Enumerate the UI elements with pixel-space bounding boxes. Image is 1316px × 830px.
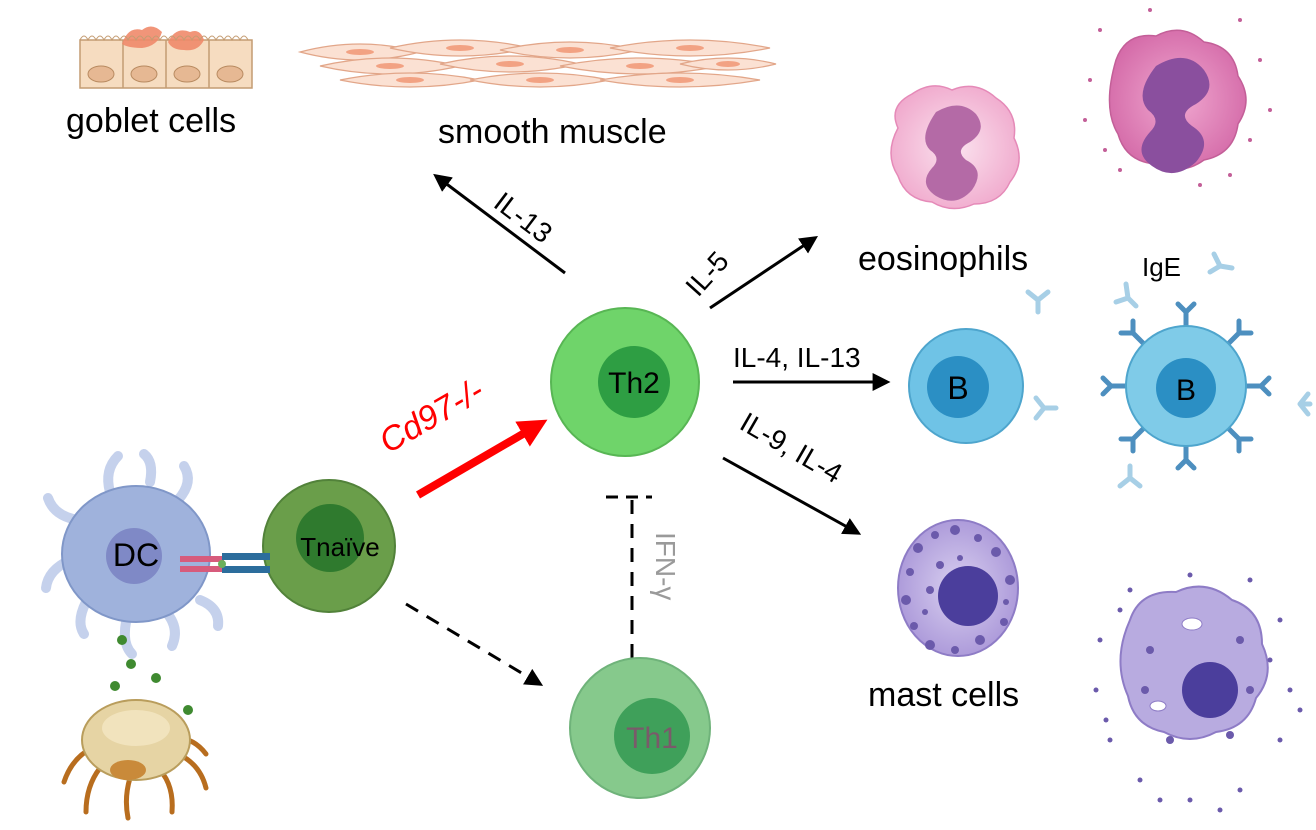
mhc-tcr-connector — [180, 553, 270, 573]
ifng-label: IFN-γ — [650, 532, 681, 600]
il5-arrow — [709, 236, 818, 310]
il13-arrow — [433, 173, 566, 275]
cd97-arrow — [415, 419, 548, 499]
activated-eosinophil-illustration — [1083, 8, 1272, 187]
goblet-cells-illustration — [79, 26, 253, 89]
th2-label: Th2 — [608, 367, 660, 400]
ige-b-cell-label: B — [1176, 374, 1196, 407]
cd97-label: Cd97-/- — [373, 371, 490, 461]
mast-cells-label: mast cells — [868, 676, 1019, 714]
eosinophils-label: eosinophils — [858, 240, 1028, 278]
ige-bound-b-cell — [1100, 301, 1272, 471]
eosinophil-illustration — [890, 85, 1020, 210]
degranulating-mast-cell-illustration — [1093, 572, 1303, 813]
dc-label: DC — [113, 537, 159, 573]
il9-il4-label: IL-9, IL-4 — [735, 406, 848, 489]
il5-label: IL-5 — [679, 245, 734, 302]
th2-cell — [550, 307, 700, 457]
b-cell-label: B — [947, 370, 968, 406]
mast-cell-illustration — [897, 519, 1019, 657]
allergen-particles — [110, 635, 193, 715]
il4-il13-label: IL-4, IL-13 — [733, 342, 861, 373]
il9-il4-arrow — [722, 456, 862, 535]
b-cell — [908, 328, 1024, 444]
th1-cell — [569, 657, 711, 799]
tnaive-label: Tnaïve — [300, 532, 380, 562]
dc-cell — [41, 449, 224, 659]
smooth-muscle-label: smooth muscle — [438, 113, 667, 151]
th1-label: Th1 — [626, 722, 678, 755]
smooth-muscle-nuclei — [346, 45, 740, 83]
ige-label: IgE — [1142, 252, 1181, 282]
tnaive-th1-dashed-arrow — [405, 602, 544, 686]
dust-mite-illustration — [61, 699, 209, 821]
tnaive-cell — [262, 479, 396, 613]
goblet-cells-label: goblet cells — [66, 102, 236, 140]
free-antibodies — [1025, 251, 1313, 489]
